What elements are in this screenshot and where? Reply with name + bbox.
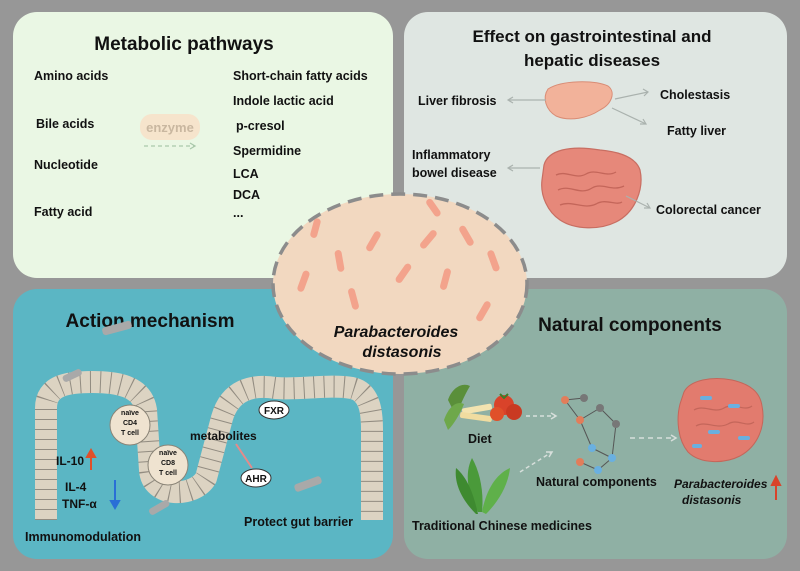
- enzyme-badge: enzyme: [140, 114, 200, 140]
- bacterium: [459, 225, 474, 246]
- il4-label: IL-4: [65, 480, 87, 494]
- bacterium: [476, 301, 491, 322]
- arrow-to-fatty-liver: [611, 107, 648, 125]
- gut-epithelium: [35, 371, 383, 520]
- fatty-liver-label: Fatty liver: [667, 124, 726, 138]
- metabolic-title: Metabolic pathways: [94, 34, 274, 55]
- cd8-label-line2: CD8: [161, 460, 175, 467]
- cd8-t-cell: naïve CD8 T cell: [147, 444, 189, 486]
- metabolic-panel: [13, 12, 393, 278]
- substrate-fatty-acid: Fatty acid: [34, 205, 92, 219]
- bacterium: [366, 231, 381, 252]
- arrow-to-cholestasis: [614, 88, 649, 100]
- cd4-label-line1: naïve: [121, 410, 139, 417]
- bacterium: [334, 250, 345, 272]
- natural-components-label: Natural components: [536, 475, 657, 489]
- immunomodulation-label: Immunomodulation: [25, 530, 141, 544]
- action-title: Action mechanism: [66, 311, 235, 332]
- il10-label: IL-10: [56, 454, 84, 468]
- pd-label-line1: Parabacteroides: [674, 477, 768, 491]
- product-indole-lactic-acid: Indole lactic acid: [233, 94, 334, 108]
- product-scfa: Short-chain fatty acids: [233, 69, 368, 83]
- enzyme-label: enzyme: [146, 120, 194, 135]
- ibd-label-line2: bowel disease: [412, 166, 497, 180]
- cd8-label-line3: T cell: [159, 470, 177, 477]
- product-spermidine: Spermidine: [233, 144, 301, 158]
- metabolites-label: metabolites: [190, 429, 257, 443]
- bacterium: [297, 270, 310, 292]
- arrow-to-liver-fibrosis: [506, 96, 546, 104]
- arrow-to-colorectal-cancer: [625, 195, 652, 209]
- enzyme-dashed-arrow: [144, 142, 197, 150]
- tcm-to-network-arrow: [519, 451, 554, 473]
- network-nodes: [561, 394, 620, 474]
- ibd-label-line1: Inflammatory: [412, 148, 491, 162]
- cd4-t-cell: naïve CD4 T cell: [109, 404, 151, 446]
- grey-debris: [102, 320, 132, 336]
- cholestasis-label: Cholestasis: [660, 88, 730, 102]
- liver-fibrosis-label: Liver fibrosis: [418, 94, 497, 108]
- bacteria-rods: [297, 198, 500, 322]
- tcm-plant-icon: [455, 458, 510, 514]
- pd-increase-arrow: [770, 474, 782, 500]
- bacterium: [426, 198, 441, 217]
- product-lca: LCA: [233, 167, 259, 181]
- bacterium: [420, 230, 437, 249]
- grey-debris: [149, 500, 170, 515]
- grey-debris: [294, 476, 322, 492]
- center-ellipse: [271, 192, 529, 376]
- substrate-amino-acids: Amino acids: [34, 69, 108, 83]
- cd4-label-line3: T cell: [121, 430, 139, 437]
- diet-icon: [444, 384, 522, 430]
- liver-icon: [544, 81, 613, 120]
- product-p-cresol: p-cresol: [236, 119, 285, 133]
- colorectal-cancer-label: Colorectal cancer: [656, 203, 761, 217]
- diet-to-network-arrow: [526, 412, 558, 420]
- bacterium: [395, 263, 412, 283]
- ahr-receptor: AHR: [240, 468, 272, 488]
- tcm-label: Traditional Chinese medicines: [412, 519, 592, 533]
- tnfa-label: TNF-α: [62, 497, 97, 511]
- grey-debris: [62, 369, 82, 382]
- natural-title: Natural components: [538, 315, 722, 336]
- cytokine-decrease-arrow: [109, 480, 121, 511]
- arrow-to-ibd: [506, 164, 540, 172]
- intestine-icon: [541, 147, 642, 229]
- effect-title-line2: hepatic diseases: [524, 51, 660, 70]
- effect-panel: [404, 12, 787, 278]
- fxr-receptor: FXR: [258, 400, 290, 420]
- network-to-gut-arrow: [630, 434, 678, 442]
- substrate-bile-acids: Bile acids: [36, 117, 94, 131]
- bacterium: [310, 218, 321, 238]
- effect-title-line1: Effect on gastrointestinal and: [473, 27, 712, 46]
- substrate-nucleotide: Nucleotide: [34, 158, 98, 172]
- cd8-label-line1: naïve: [159, 450, 177, 457]
- fxr-label: FXR: [264, 406, 285, 417]
- gut-with-bacteria-icon: [677, 378, 764, 462]
- bacterium: [487, 250, 500, 272]
- metabolite-arrow: [235, 443, 253, 469]
- center-name-line1: Parabacteroides: [334, 324, 459, 341]
- center-name-line2: distasonis: [362, 344, 441, 361]
- pd-label-line2: distasonis: [682, 493, 742, 507]
- bacterium: [348, 288, 359, 310]
- ahr-label: AHR: [245, 474, 267, 485]
- product-ellipsis: ...: [233, 206, 243, 220]
- cd4-label-line2: CD4: [123, 420, 137, 427]
- il10-increase-arrow: [85, 447, 97, 470]
- protect-barrier-label: Protect gut barrier: [244, 515, 353, 529]
- diet-label: Diet: [468, 432, 492, 446]
- bacterium: [440, 268, 451, 290]
- product-dca: DCA: [233, 188, 260, 202]
